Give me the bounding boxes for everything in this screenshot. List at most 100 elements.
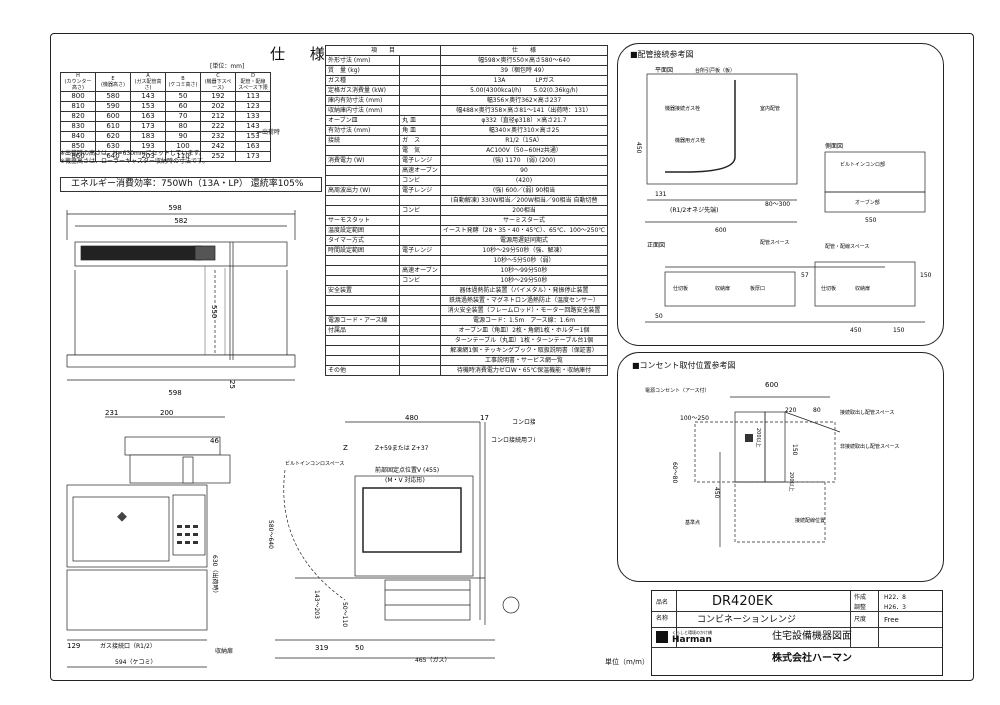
- spec-item: 接続: [324, 135, 401, 146]
- spec-item: 質 量 (kg): [324, 65, 401, 76]
- spec-value: 幅340×奥行310×高さ25: [440, 125, 608, 136]
- spec-row: その他待機時消費電力ゼロW・65℃保温機能・収納庫付: [324, 365, 608, 376]
- outlet-label-4: 基準点: [685, 519, 700, 526]
- dim-cell: 800: [60, 91, 96, 102]
- rev-label: 調整: [854, 604, 867, 611]
- pipe-dim-450b: 450: [850, 327, 862, 334]
- pipe-dim-80-300: 80〜300: [765, 201, 790, 208]
- outlet-label-1: 接続配線位置: [795, 517, 825, 524]
- pipe-label-9: 仕切板: [673, 285, 688, 292]
- section-dim-50: 50〜110: [341, 602, 348, 627]
- shipping-mark: ←出荷時: [257, 129, 281, 136]
- spec-row: 工事説明書・サービス網一覧: [324, 355, 608, 366]
- pipe-dim-150: 150: [893, 327, 905, 334]
- front-view-drawing: 598 582 550 25 598: [66, 204, 296, 397]
- outlet-dim-220: 220: [785, 407, 797, 414]
- spec-value: 器体過熱防止装置（バイメタル）・発振停止装置: [440, 285, 608, 296]
- spec-item: 時間設定範囲: [324, 245, 401, 256]
- spec-sub: 高速オーブン: [399, 165, 441, 176]
- section-dim-50b: 50: [355, 644, 364, 652]
- spec-sub: [399, 355, 441, 366]
- spec-item: 高周波出力 (W): [324, 185, 401, 196]
- dim-cell: 183: [130, 131, 166, 142]
- dim-unit: [単位：mm]: [210, 63, 245, 70]
- spec-row: タイマー方式電源用遅延同期式: [324, 235, 608, 246]
- side-label: 側面図: [825, 142, 843, 150]
- spec-sub: [399, 235, 441, 246]
- dim-cell: 163: [235, 141, 271, 152]
- spec-item: 安全装置: [324, 285, 401, 296]
- spec-sub: ガ ス: [399, 135, 441, 146]
- spec-value: 工事説明書・サービス網一覧: [440, 355, 608, 366]
- spec-row: (自動解凍) 330W相当／200W相当／90相当 自動切替: [324, 195, 608, 206]
- section-dim-455: 前部固定点位置V (455): [375, 466, 439, 474]
- dim-cell: 610: [95, 121, 131, 132]
- pipe-label-1: 機器接続ガス栓: [665, 105, 700, 112]
- scale-value: Free: [884, 616, 899, 624]
- dim-cell: 90: [165, 131, 201, 142]
- spec-item: オーブン皿: [324, 115, 401, 126]
- elev-dim-129: 129: [67, 642, 80, 650]
- outlet-label-2: 接続取出し配管スペース: [840, 409, 894, 416]
- spec-row: 10秒〜5分50秒（弱）: [324, 255, 608, 266]
- section-dim-465: 465（ガス）: [415, 656, 450, 664]
- section-mv-type: (M・V 対応形): [385, 476, 425, 484]
- spec-value: 幅488×奥行358×高さ81〜141（出荷時：131）: [440, 105, 608, 116]
- dim-col-header: B(ケコミ高さ): [165, 72, 201, 92]
- dim-cell: 600: [95, 111, 131, 122]
- spec-sub: [399, 335, 441, 346]
- spec-item: [324, 265, 401, 276]
- spec-value: オーブン皿（角皿）2枚・角網1枚・ホルダー1個: [440, 325, 608, 336]
- spec-value: 10秒〜29分50秒: [440, 275, 608, 286]
- drawing-frame: [50, 33, 974, 681]
- spec-item: [324, 335, 401, 346]
- harman-logo-icon: [656, 631, 668, 643]
- spec-row: 電源コード・アース線電源コード：1.5m アース線：1.6m: [324, 315, 608, 326]
- spec-value: AC100V（50−60Hz共通）: [440, 145, 608, 156]
- spec-row: 付属品オーブン皿（角皿）2枚・角網1枚・ホルダー1個: [324, 325, 608, 336]
- spec-row: 外形寸法 (mm)幅598×奥行550×高さ580〜640: [324, 55, 608, 66]
- pipe-label-13: 収納扉: [855, 285, 870, 292]
- section-view-drawing: 480 17 Z Z+59または Z+37 前部固定点位置V (455) (M・…: [267, 414, 535, 664]
- spec-item: タイマー方式: [324, 235, 401, 246]
- dim-cell: 590: [95, 101, 131, 112]
- spec-sub: [399, 65, 441, 76]
- spec-sub: 丸 皿: [399, 115, 441, 126]
- dim-cell: 242: [200, 141, 236, 152]
- pipe-dim-450: 450: [635, 142, 642, 154]
- dim-cell: 580: [95, 91, 131, 102]
- maker-en: Harman: [672, 635, 712, 645]
- spec-item: [324, 295, 401, 306]
- pipe-label-12: 仕切板: [821, 285, 836, 292]
- dim-cell: 50: [165, 91, 201, 102]
- front-label: 正面図: [647, 242, 665, 249]
- rev-date: H26．3: [884, 604, 906, 611]
- spec-header-spec: 仕 様: [440, 45, 608, 56]
- spec-value: 200相当: [440, 205, 608, 216]
- konro-inlet-label: コンロ接続口（M24）: [512, 418, 535, 426]
- outlet-dim-100-250: 100〜250: [680, 415, 709, 422]
- spec-sub: [399, 195, 441, 206]
- spec-sub: コンビ: [399, 275, 441, 286]
- spec-sub: [399, 55, 441, 66]
- spec-value: 10秒〜99分50秒: [440, 265, 608, 276]
- dim-cell: 80: [165, 121, 201, 132]
- spec-item: 収納庫内寸法 (mm): [324, 105, 401, 116]
- dim-cell: 113: [235, 91, 271, 102]
- piping-panel: [617, 43, 944, 346]
- product-name: コンビネーションレンジ: [697, 615, 796, 625]
- section-dim-480: 480: [405, 414, 418, 422]
- spec-sub: [399, 215, 441, 226]
- dim-cell: 222: [200, 121, 236, 132]
- outlet-panel: [617, 352, 944, 582]
- spec-value: R1/2（15A）: [440, 135, 608, 146]
- maker-jp: 株式会社ハーマン: [772, 653, 852, 664]
- spec-sub: [399, 345, 441, 356]
- spec-item: [324, 175, 401, 186]
- spec-value: 90: [440, 165, 608, 176]
